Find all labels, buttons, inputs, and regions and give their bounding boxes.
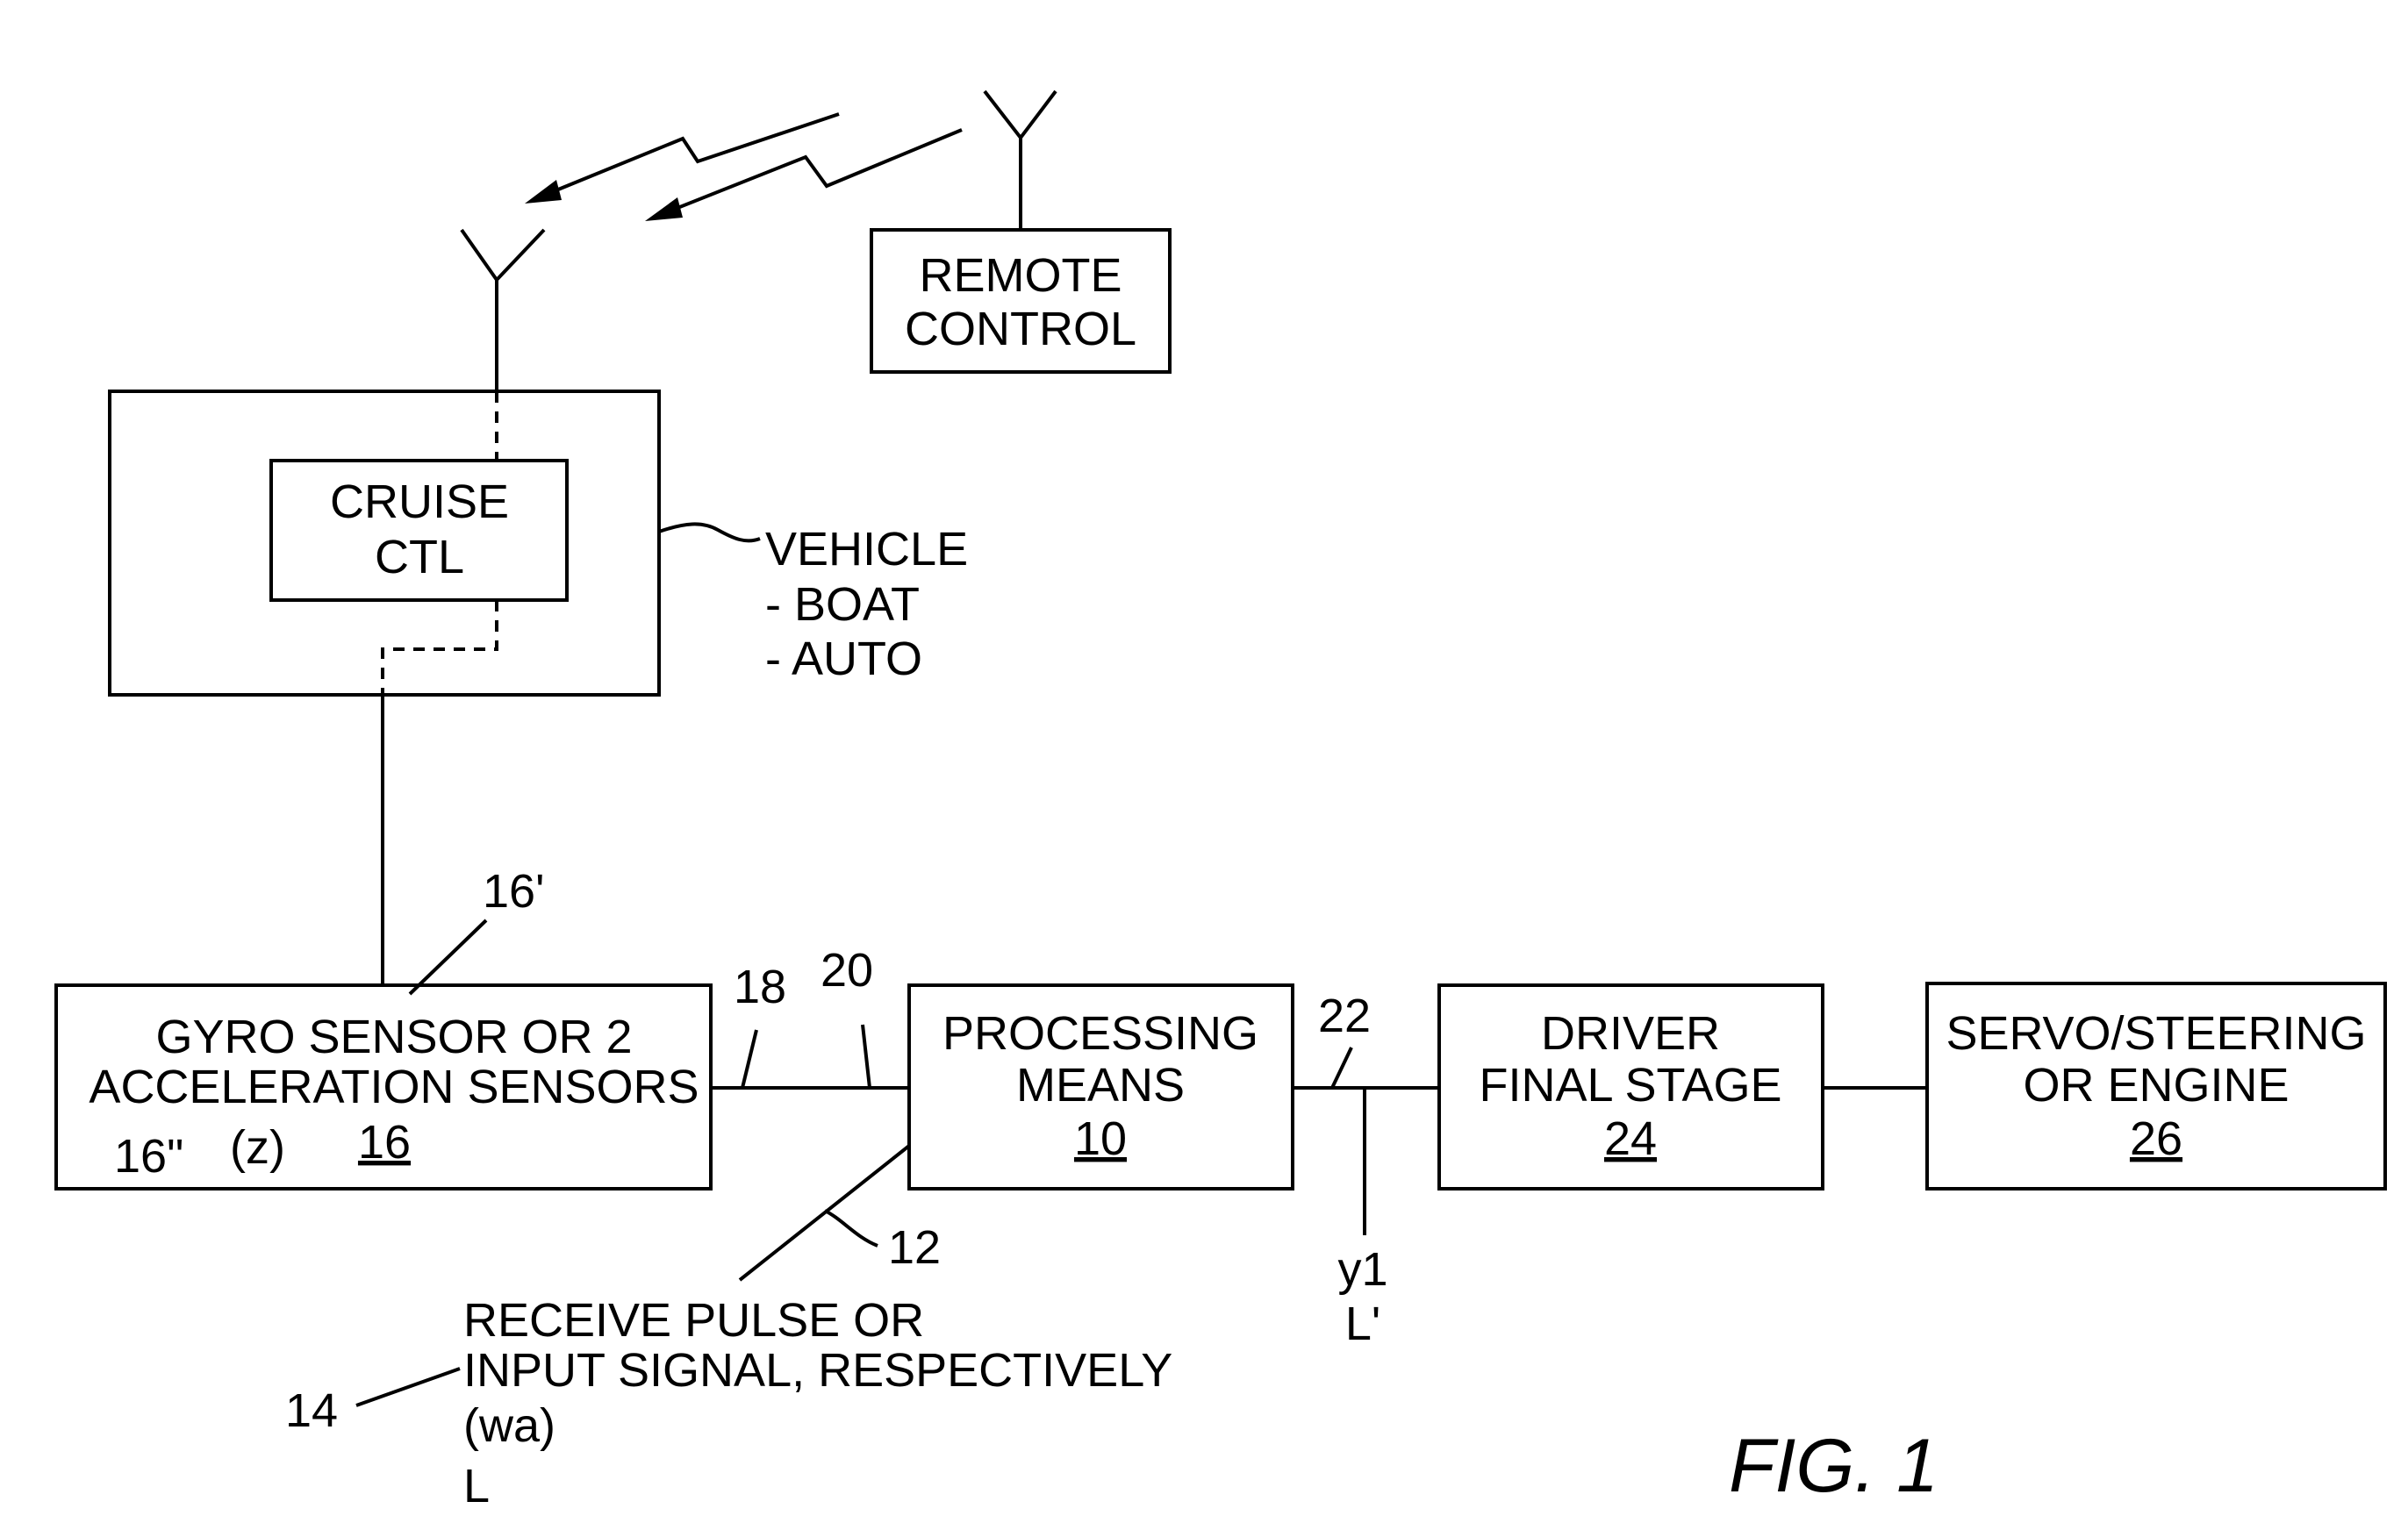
figure-label: FIG. 1 xyxy=(1729,1424,1939,1508)
ref-16-prime: 16' xyxy=(483,865,544,918)
ref-22: 22 xyxy=(1318,990,1371,1042)
remote-control-label: REMOTE xyxy=(919,249,1122,302)
ref-16-prime-leader xyxy=(408,919,488,996)
axis-label: (z) xyxy=(230,1121,285,1174)
input-signal-label: INPUT SIGNAL, RESPECTIVELY xyxy=(463,1344,1172,1397)
ref-26: 26 xyxy=(2130,1112,2182,1165)
ref-16: 16 xyxy=(358,1116,411,1169)
input-signal-label: RECEIVE PULSE OR xyxy=(463,1294,924,1347)
ref-12-leader xyxy=(824,1209,878,1248)
processing-means-box: PROCESSING MEANS 10 xyxy=(907,983,1294,1191)
ref-18: 18 xyxy=(734,961,786,1013)
vehicle-option-boat: - BOAT xyxy=(765,578,920,631)
ref-10: 10 xyxy=(1074,1112,1127,1165)
output-signal-sub-label: L' xyxy=(1345,1298,1380,1350)
ref-20-leader xyxy=(861,1024,871,1089)
vehicle-label: VEHICLE xyxy=(765,523,968,576)
servo-steering-box: SERVO/STEERING OR ENGINE 26 xyxy=(1925,982,2387,1191)
driver-final-stage-box: DRIVER FINAL STAGE 24 xyxy=(1437,983,1824,1191)
gyro-sensor-box: GYRO SENSOR OR 2 ACCELERATION SENSORS 16… xyxy=(54,983,713,1191)
ref-20: 20 xyxy=(821,944,873,997)
cruise-ctl-label: CTL xyxy=(375,531,464,583)
vehicle-leader-line xyxy=(658,522,761,543)
ref-16-double-prime: 16" xyxy=(114,1130,183,1183)
servo-steering-label: SERVO/STEERING xyxy=(1946,1007,2366,1060)
gyro-sensor-label: GYRO SENSOR OR 2 xyxy=(155,1011,632,1063)
sensor-link-dashed xyxy=(381,600,498,695)
vehicle-option-auto: - AUTO xyxy=(765,633,922,685)
driver-final-stage-label: DRIVER xyxy=(1541,1007,1720,1060)
ref-14-leader xyxy=(355,1367,461,1407)
remote-control-label: CONTROL xyxy=(905,303,1136,355)
remote-antenna-icon xyxy=(983,89,1057,230)
vehicle-antenna-icon xyxy=(460,228,546,391)
gyro-sensor-label: ACCELERATION SENSORS xyxy=(89,1061,699,1113)
cruise-ctl-box: CRUISE CTL xyxy=(269,459,569,602)
radio-signal-arrow-icon xyxy=(525,112,840,204)
ref-12: 12 xyxy=(888,1221,941,1274)
servo-steering-label: OR ENGINE xyxy=(2023,1059,2289,1112)
output-signal-label: y1 xyxy=(1337,1243,1387,1296)
ref-18-leader xyxy=(741,1029,758,1089)
input-signal-label: L xyxy=(463,1460,490,1512)
ref-22-leader xyxy=(1330,1047,1353,1089)
processing-means-label: PROCESSING xyxy=(942,1007,1258,1060)
radio-signal-arrow-icon xyxy=(645,128,963,221)
ref-14: 14 xyxy=(285,1384,338,1437)
remote-control-box: REMOTE CONTROL xyxy=(870,228,1172,374)
driver-final-stage-label: FINAL STAGE xyxy=(1479,1059,1781,1112)
input-signal-line xyxy=(738,1144,911,1282)
cruise-ctl-label: CRUISE xyxy=(330,475,509,528)
processing-means-label: MEANS xyxy=(1016,1059,1185,1112)
input-signal-label: (wa) xyxy=(463,1399,555,1452)
ref-24: 24 xyxy=(1604,1112,1657,1165)
